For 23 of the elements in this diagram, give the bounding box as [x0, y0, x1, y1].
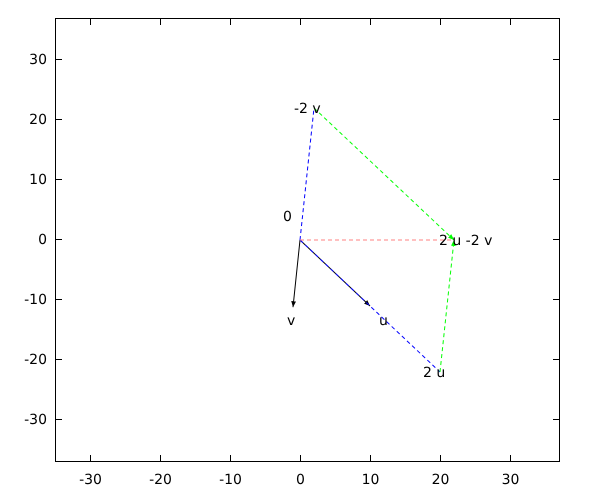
vector-arrow: [440, 240, 456, 372]
point-label: 2 u -2 v: [439, 233, 492, 249]
tick-label: 0: [296, 472, 305, 488]
tick-label: -20: [149, 472, 172, 488]
point-label: u: [379, 313, 388, 329]
tick-label: -30: [79, 472, 102, 488]
tick-label: 20: [432, 472, 450, 488]
vector-arrow: [314, 108, 454, 240]
point-label: 0: [283, 209, 292, 225]
tick-label: -10: [24, 292, 47, 308]
tick-label: 30: [29, 52, 47, 68]
tick-label: -30: [24, 412, 47, 428]
vector-arrow: [291, 240, 300, 308]
vector-arrow: [300, 240, 370, 306]
tick-label: 10: [29, 172, 47, 188]
tick-label: 20: [29, 112, 47, 128]
tick-label: -10: [219, 472, 242, 488]
tick-label: 10: [362, 472, 380, 488]
point-label: 2 u: [423, 365, 446, 381]
tick-label: -20: [24, 352, 47, 368]
tick-label: 0: [38, 232, 47, 248]
tick-label: 30: [502, 472, 520, 488]
point-label: v: [287, 313, 296, 329]
